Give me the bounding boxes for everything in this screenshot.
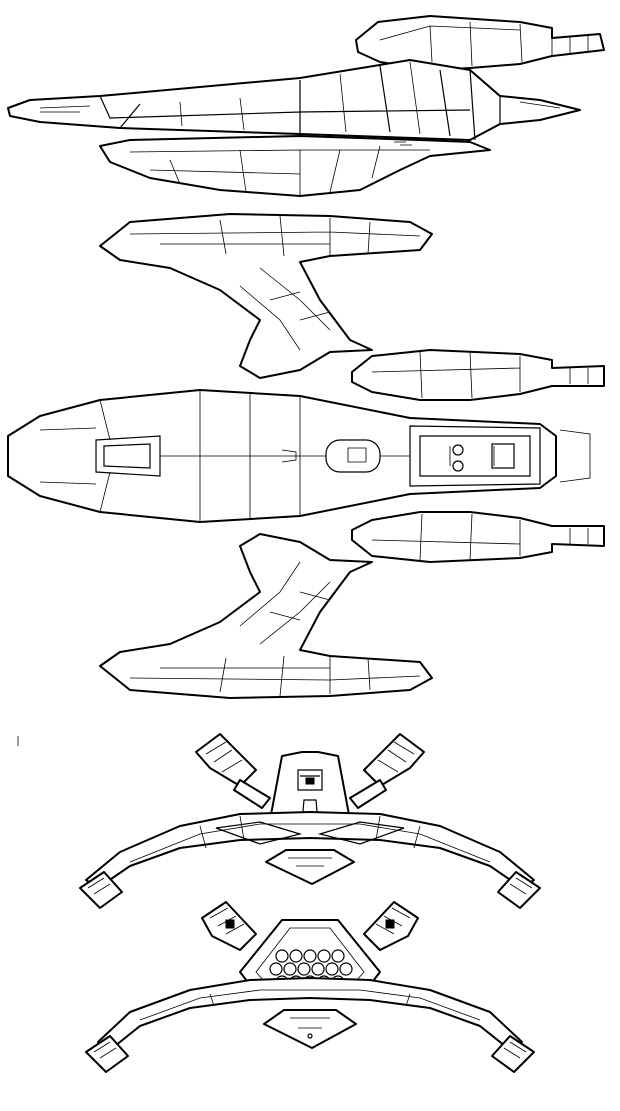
front-view [79, 733, 541, 909]
rear-view [85, 901, 535, 1073]
top-view [7, 213, 605, 699]
side-view [7, 15, 605, 197]
